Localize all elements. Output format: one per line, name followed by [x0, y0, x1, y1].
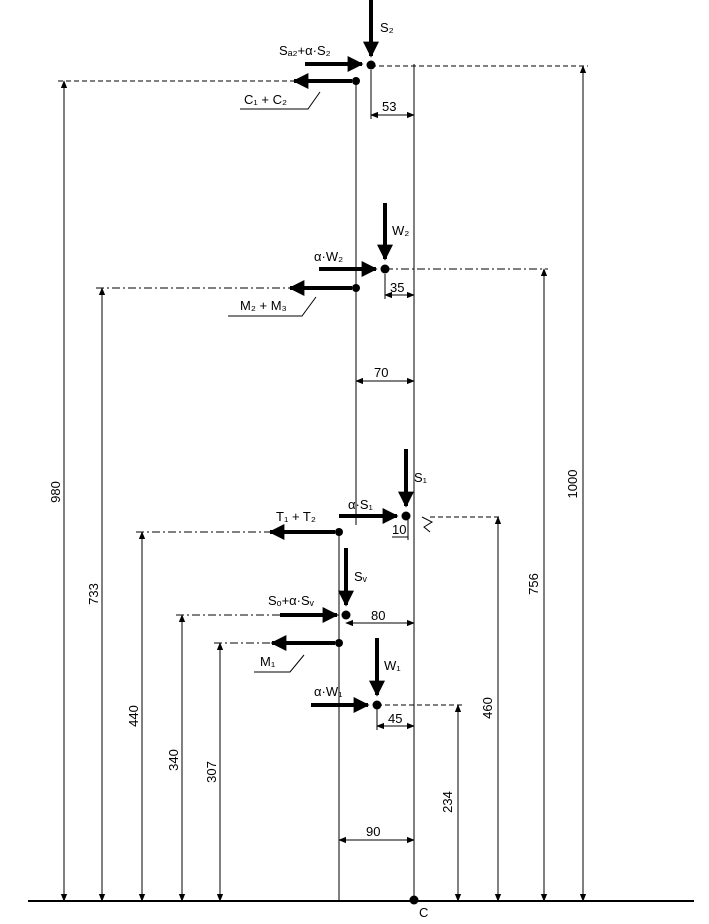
- offset-label-45: 45: [388, 711, 402, 726]
- label-c1c2: C₁ + C₂: [244, 92, 287, 107]
- load-point-sv: [341, 610, 351, 620]
- label-t1t2: T₁ + T₂: [276, 509, 316, 524]
- height-label-340: 340: [166, 749, 181, 771]
- offset-label-90: 90: [366, 824, 380, 839]
- height-label-460: 460: [480, 697, 495, 719]
- label-s1: S₁: [414, 470, 428, 485]
- load-point-s1: [401, 511, 411, 521]
- leader-c1c2: [240, 91, 321, 110]
- height-label-234: 234: [440, 791, 455, 813]
- label-w2: W₂: [392, 223, 409, 238]
- label-m1: M₁: [260, 654, 276, 669]
- label-aw1: α·W₁: [314, 684, 343, 699]
- load-point-c: [352, 77, 360, 85]
- label-sv: Sᵥ: [354, 569, 368, 584]
- height-label-307: 307: [204, 761, 219, 783]
- leader-m1: [254, 654, 305, 673]
- label-as1: α·S₁: [348, 497, 374, 512]
- load-point-w1: [372, 700, 382, 710]
- height-label-756: 756: [526, 573, 541, 595]
- label-m2m3: M₂ + M₃: [240, 298, 287, 313]
- height-label-733: 733: [86, 583, 101, 605]
- offset-label-10: 10: [392, 522, 406, 537]
- load-point-s2: [366, 60, 376, 70]
- offset-label-70: 70: [374, 365, 388, 380]
- height-label-440: 440: [126, 705, 141, 727]
- break-mark: [421, 516, 434, 533]
- offset-label-35: 35: [390, 280, 404, 295]
- label-sa2: Sₐ₂+α·S₂: [279, 43, 331, 58]
- load-point-m1: [335, 639, 343, 647]
- load-point-t: [335, 528, 343, 536]
- label-w1: W₁: [384, 658, 401, 673]
- height-label-980: 980: [48, 481, 63, 503]
- leader-m2m3: [228, 296, 317, 317]
- offset-label-53: 53: [382, 99, 396, 114]
- label-s2: S₂: [380, 20, 394, 35]
- offset-label-80: 80: [371, 608, 385, 623]
- load-point-m: [352, 284, 360, 292]
- label-aw2: α·W₂: [314, 249, 343, 264]
- base-point-c: [409, 895, 419, 905]
- load-point-w2: [380, 264, 390, 274]
- label-so: Sₒ+α·Sᵥ: [268, 593, 315, 608]
- height-label-1000: 1000: [565, 470, 580, 499]
- label-c: C: [419, 905, 428, 920]
